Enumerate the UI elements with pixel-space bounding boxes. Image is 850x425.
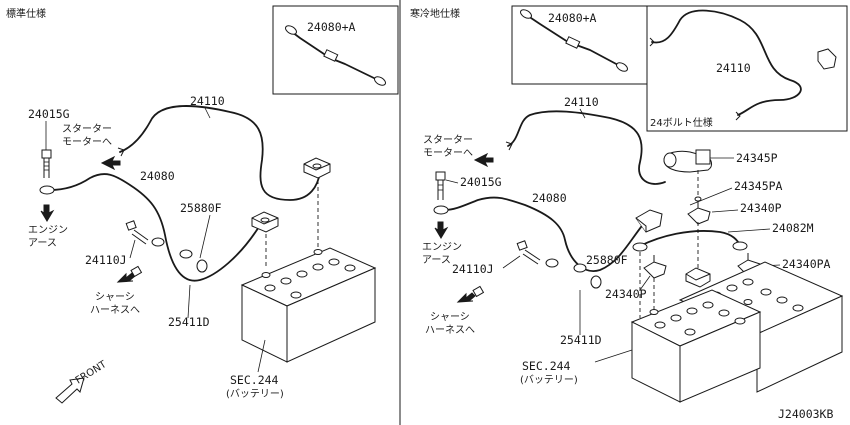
label-cover-a: 24345PA <box>734 179 783 193</box>
label-bolt-right: 24015G <box>460 175 502 189</box>
front-arrow <box>55 377 85 404</box>
label-cable-main-right: 24110 <box>564 95 599 109</box>
label-front: FRONT <box>74 359 110 387</box>
inset-24v-cable <box>649 9 837 121</box>
cable-24110-left <box>119 105 321 201</box>
jumper-ring-left <box>632 242 648 252</box>
jumper-ring-right <box>732 241 748 251</box>
starter-arrow-left <box>100 155 121 171</box>
bolt-24015g-left <box>41 149 52 178</box>
label-sec-left-2: (バッテリー) <box>226 388 284 400</box>
terminal-cover-24345pa <box>635 209 663 233</box>
jumper-cable-24082m <box>639 230 741 247</box>
label-terminal-pa: 24340PA <box>782 257 831 271</box>
bolt-24015g-right <box>435 171 446 200</box>
label-inset-a-right: 24080+A <box>548 11 597 25</box>
label-inset-b-cable: 24110 <box>716 61 751 75</box>
label-cable-main-left: 24110 <box>190 94 225 108</box>
inset-frame-right-b <box>646 5 848 132</box>
label-sec-left-1: SEC.244 <box>230 373 279 387</box>
label-bolt-left: 24015G <box>28 107 70 121</box>
starter-arrow-right <box>473 152 494 168</box>
inset-right-strap <box>520 9 628 72</box>
engine-ground-ring-left <box>39 185 55 195</box>
label-ground-right: 24110J <box>452 262 494 276</box>
label-terminal-p-lower: 24340P <box>605 287 647 301</box>
clip-25880f-right <box>573 263 602 289</box>
label-starter-right-1: スターター <box>423 134 473 146</box>
bolt-24110j-right <box>516 240 559 268</box>
label-chassis-left-2: ハーネスへ <box>90 304 140 316</box>
label-chassis-right-1: シャーシ <box>430 312 470 323</box>
clip-25880f-left <box>179 249 208 273</box>
label-clamp-left: 25411D <box>168 315 210 329</box>
cable-24080-left <box>49 173 263 282</box>
label-cable-24080-right: 24080 <box>532 191 567 205</box>
battery-right-front <box>630 289 762 403</box>
terminal-24340p-lower <box>643 255 667 279</box>
label-starter-left-2: モーターへ <box>62 136 112 148</box>
label-ground-left: 24110J <box>85 253 127 267</box>
section-title-cold: 寒冷地仕様 <box>410 7 460 20</box>
inset-left-strap <box>285 25 386 86</box>
section-title-standard: 標準仕様 <box>6 7 46 20</box>
label-starter-left-1: スターター <box>62 123 112 135</box>
label-sec-right-1: SEC.244 <box>522 359 571 373</box>
label-cover: 24345P <box>736 151 778 165</box>
chassis-arrow-left <box>116 272 136 283</box>
label-engine-right-2: アース <box>422 255 451 266</box>
label-cable-24080-left: 24080 <box>140 169 175 183</box>
label-engine-right-1: エンジン <box>422 242 462 253</box>
engine-arrow-right <box>434 221 449 239</box>
cable-24080-right <box>444 196 646 272</box>
label-jumper: 24082M <box>772 221 814 235</box>
chassis-arrow-right <box>456 292 476 303</box>
terminal-24340p-upper <box>687 196 711 225</box>
label-clamp-right: 25411D <box>560 333 602 347</box>
label-engine-left-2: アース <box>28 238 57 249</box>
bolt-24110j-left <box>125 220 165 247</box>
terminal-negative-right <box>685 267 711 288</box>
label-starter-right-2: モーターへ <box>423 147 473 159</box>
label-clip-left: 25880F <box>180 201 222 215</box>
cable-24110-right <box>507 110 666 185</box>
terminal-negative-left <box>303 157 331 179</box>
label-terminal-p: 24340P <box>740 201 782 215</box>
terminal-cover-24345p <box>663 149 713 173</box>
label-chassis-right-2: ハーネスへ <box>425 324 475 336</box>
label-clip-right: 25880F <box>586 253 628 267</box>
inset-frame-left <box>272 5 399 95</box>
label-chassis-left-1: シャーシ <box>95 292 135 303</box>
battery-left <box>240 247 377 363</box>
engine-arrow-left <box>40 204 55 222</box>
engine-ground-ring-right <box>433 205 449 215</box>
section-title-24v: 24ボルト仕様 <box>650 116 713 129</box>
terminal-positive-left <box>251 211 279 233</box>
label-engine-left-1: エンジン <box>28 225 68 236</box>
label-sec-right-2: (バッテリー) <box>520 374 578 386</box>
drawing-id: J24003KB <box>778 407 833 421</box>
label-inset-a-left: 24080+A <box>307 20 356 34</box>
